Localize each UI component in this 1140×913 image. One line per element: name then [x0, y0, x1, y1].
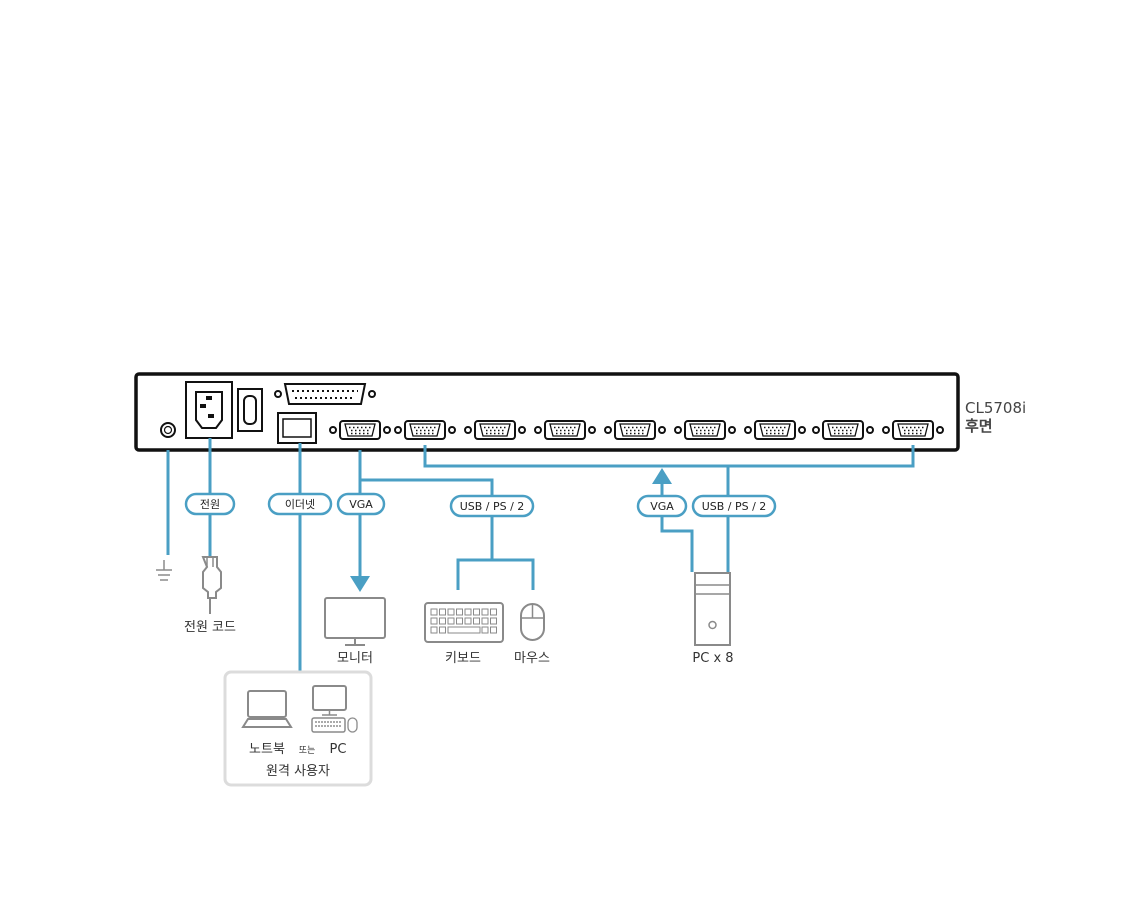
power-label: 전원	[184, 492, 236, 516]
mouse-icon	[520, 603, 545, 641]
key	[447, 617, 455, 625]
vga-console-port	[329, 420, 391, 440]
key	[447, 608, 455, 616]
vga-pc-port	[394, 420, 456, 440]
key	[473, 617, 480, 625]
laptop-label: 노트북	[249, 742, 285, 757]
ethernet-port	[277, 412, 317, 444]
pc-tower-icon	[694, 572, 731, 646]
svg-text:VGA: VGA	[349, 498, 373, 511]
key	[439, 608, 446, 616]
svg-text:전원: 전원	[200, 498, 220, 511]
vga-pc-label: VGA	[636, 494, 688, 518]
cables	[166, 438, 915, 672]
vga-pc-port	[464, 420, 526, 440]
svg-text:이더넷: 이더넷	[285, 498, 315, 511]
keyboard-label: 키보드	[445, 651, 481, 666]
remote-user-box: 노트북 또는 PC 원격 사용자	[223, 670, 373, 787]
remote-user-title: 원격 사용자	[266, 764, 330, 779]
key	[481, 617, 489, 625]
ground-screw	[160, 422, 176, 438]
key	[481, 608, 489, 616]
power-switch	[237, 388, 263, 432]
svg-text:USB / PS / 2: USB / PS / 2	[702, 500, 767, 513]
vga-pc-port	[604, 420, 666, 440]
laptop-icon	[241, 690, 293, 728]
key	[456, 608, 463, 616]
spacebar-key	[447, 626, 481, 634]
device-view: 후면	[965, 417, 993, 435]
pc-label: PC x 8	[692, 651, 733, 666]
vga-pc-port	[812, 420, 874, 440]
monitor-label: 모니터	[337, 651, 373, 666]
remote-pc-label: PC	[330, 742, 347, 757]
key	[464, 617, 472, 625]
key	[439, 626, 446, 634]
key	[490, 617, 497, 625]
ground-icon	[156, 560, 172, 581]
svg-text:VGA: VGA	[650, 500, 674, 513]
desktop-pc-icon	[311, 685, 358, 733]
key	[490, 608, 497, 616]
device-model: CL5708i	[965, 399, 1026, 417]
svg-text:USB / PS / 2: USB / PS / 2	[460, 500, 525, 513]
or-label: 또는	[299, 745, 316, 756]
vga-pc-port	[744, 420, 806, 440]
monitor-icon	[324, 597, 386, 646]
key	[430, 617, 438, 625]
vga-pc-port	[674, 420, 736, 440]
key	[490, 626, 497, 634]
key	[473, 608, 480, 616]
vga-console-label: VGA	[336, 492, 386, 516]
mouse-label: 마우스	[514, 651, 550, 666]
usb-pc-label: USB / PS / 2	[691, 494, 777, 518]
power-cord-label: 전원 코드	[184, 620, 236, 635]
key	[430, 626, 438, 634]
key	[481, 626, 489, 634]
usb-console-label: USB / PS / 2	[449, 494, 535, 518]
key	[439, 617, 446, 625]
db25-port	[274, 383, 376, 405]
key	[464, 608, 472, 616]
key	[456, 617, 463, 625]
vga-pc-port	[534, 420, 596, 440]
vga-pc-port	[882, 420, 944, 440]
power-plug-icon	[201, 556, 222, 614]
key	[430, 608, 438, 616]
power-inlet	[185, 381, 233, 439]
ethernet-label: 이더넷	[267, 492, 333, 516]
keyboard-icon	[424, 602, 504, 643]
